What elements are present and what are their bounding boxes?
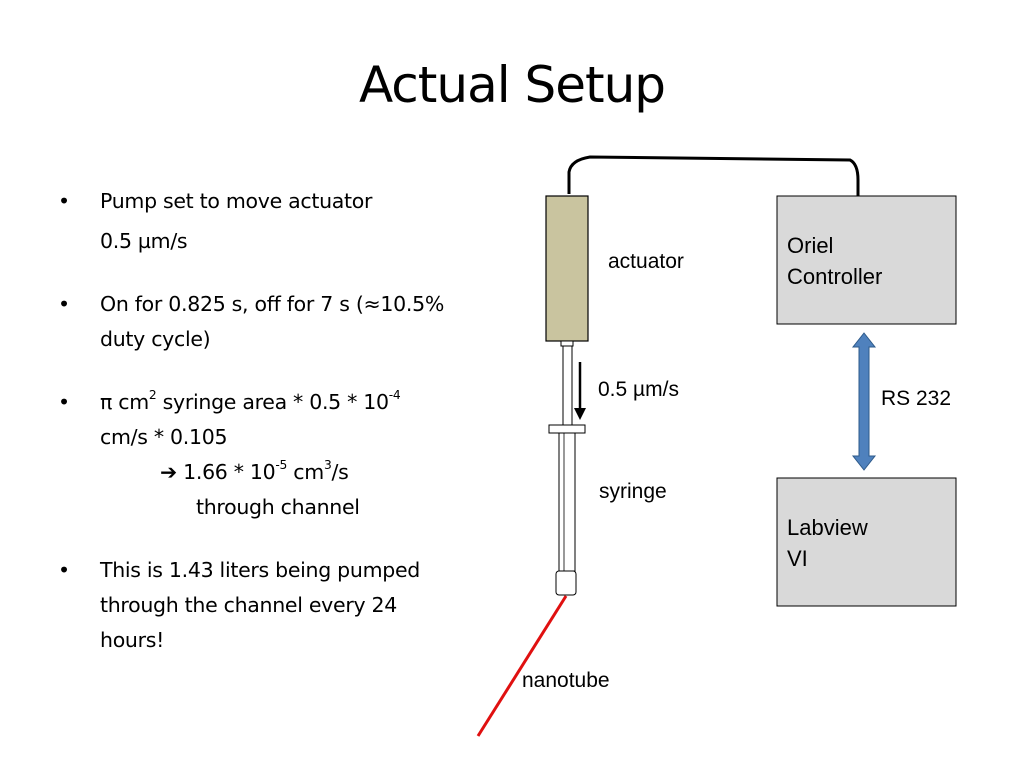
- bullet-text: On for 0.825 s, off for 7 s (≈10.5%: [100, 292, 445, 316]
- controller-label-line1: Oriel: [787, 233, 833, 258]
- bullet-marker: •: [58, 390, 70, 414]
- actuator-rod: [560, 340, 574, 347]
- labview-label-line2: VI: [787, 546, 808, 571]
- plunger-shaft: [562, 345, 573, 426]
- cable: [567, 155, 860, 196]
- bullet-text: 0.5 µm/s: [100, 229, 188, 253]
- arrow-right-icon: ➔: [160, 460, 177, 484]
- bullet-text: through the channel every 24: [100, 593, 397, 617]
- syringe-barrel: [558, 432, 576, 572]
- nanotube-label: nanotube: [522, 669, 610, 692]
- formula-result: ➔ 1.66 * 10-5 cm3/s: [160, 457, 349, 484]
- bullet-pump-speed: • Pump set to move actuator 0.5 µm/s: [58, 184, 508, 259]
- formula-line: cm/s * 0.105: [100, 425, 228, 449]
- speed-label: 0.5 µm/s: [598, 378, 679, 401]
- bullet-flow-calculation: • π cm2 syringe area * 0.5 * 10-4 cm/s *…: [58, 385, 508, 525]
- slide-title: Actual Setup: [358, 56, 666, 114]
- bullet-duty-cycle: • On for 0.825 s, off for 7 s (≈10.5% du…: [58, 287, 508, 357]
- formula-line: π cm2 syringe area * 0.5 * 10-4: [100, 387, 401, 414]
- bullet-text: This is 1.43 liters being pumped: [100, 558, 420, 582]
- bullet-text: duty cycle): [100, 327, 211, 351]
- bullet-marker: •: [58, 189, 70, 213]
- controller-label-line2: Controller: [787, 264, 882, 289]
- bullet-text: hours!: [100, 628, 165, 652]
- labview-label-line1: Labview: [787, 515, 868, 540]
- syringe-tip: [555, 570, 577, 596]
- motion-arrowhead: [574, 408, 586, 420]
- actuator-body: [545, 195, 589, 342]
- formula-line: through channel: [196, 495, 360, 519]
- bullet-liters-per-day: • This is 1.43 liters being pumped throu…: [58, 553, 508, 658]
- actuator-label: actuator: [608, 250, 684, 273]
- syringe-label: syringe: [599, 480, 667, 503]
- syringe-flange: [548, 424, 586, 434]
- bullet-text: Pump set to move actuator: [100, 189, 373, 213]
- controller-box: [776, 195, 957, 325]
- nanotube-line: [476, 595, 568, 737]
- labview-box: [776, 477, 957, 607]
- bullet-marker: •: [58, 292, 70, 316]
- bullet-marker: •: [58, 558, 70, 582]
- rs232-label: RS 232: [881, 387, 951, 410]
- rs232-double-arrow: [851, 332, 877, 471]
- bullet-list: • Pump set to move actuator 0.5 µm/s • O…: [58, 184, 508, 658]
